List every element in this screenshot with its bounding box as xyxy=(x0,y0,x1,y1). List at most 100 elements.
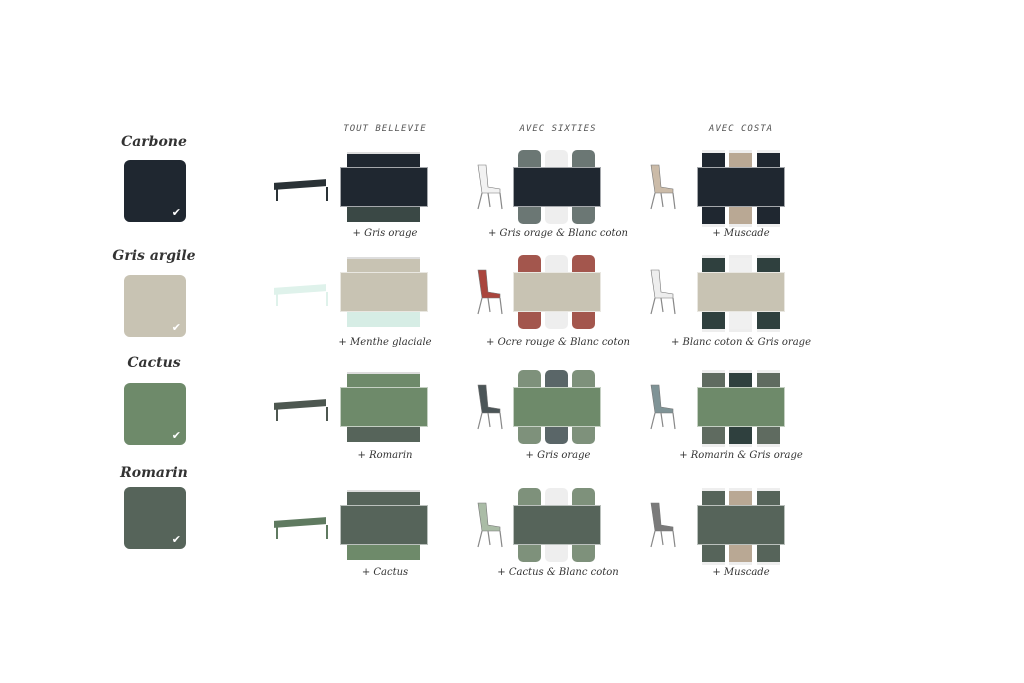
color-swatch: ✔ xyxy=(124,275,186,337)
chair-bottom xyxy=(545,207,568,224)
side-chair-costa xyxy=(650,384,676,430)
caption-bellevie: + Gris orage xyxy=(352,228,418,239)
side-chair-sixties xyxy=(477,164,503,210)
caption-bellevie: + Romarin xyxy=(357,450,413,461)
checkmark-icon: ✔ xyxy=(171,429,181,442)
top-bench xyxy=(347,152,420,169)
chair-bottom xyxy=(518,545,541,562)
chair-top xyxy=(729,150,752,170)
chair-top xyxy=(572,150,595,167)
chair-bottom xyxy=(702,545,725,565)
table xyxy=(513,167,601,207)
top-bench xyxy=(347,490,420,507)
chair-bottom xyxy=(572,207,595,224)
chair-top xyxy=(702,255,725,275)
chair-bottom xyxy=(518,312,541,329)
caption-costa: + Blanc coton & Gris orage xyxy=(670,337,812,348)
side-bench-legs xyxy=(276,187,328,201)
column-header-tout-bellevie: TOUT BELLEVIE xyxy=(343,124,427,134)
top-bench xyxy=(347,257,420,274)
side-bench-legs xyxy=(276,407,328,421)
side-chair-sixties xyxy=(477,384,503,430)
chair-top xyxy=(518,370,541,387)
chair-bottom xyxy=(757,427,780,447)
chair-bottom xyxy=(729,207,752,227)
side-chair-costa xyxy=(650,502,676,548)
caption-sixties: + Gris orage xyxy=(525,450,591,461)
checkmark-icon: ✔ xyxy=(171,321,181,334)
color-swatch: ✔ xyxy=(124,383,186,445)
chair-bottom xyxy=(702,427,725,447)
table xyxy=(513,505,601,545)
color-name: Romarin xyxy=(120,465,188,481)
table xyxy=(340,387,428,427)
chair-bottom xyxy=(729,545,752,565)
table xyxy=(340,272,428,312)
caption-costa: + Muscade xyxy=(712,567,770,578)
side-chair-costa xyxy=(650,164,676,210)
chair-top xyxy=(757,150,780,170)
chair-bottom xyxy=(518,207,541,224)
chair-bottom xyxy=(757,207,780,227)
chair-bottom xyxy=(702,312,725,332)
checkmark-icon: ✔ xyxy=(171,533,181,546)
column-header-avec-sixties: AVEC SIXTIES xyxy=(519,124,597,134)
side-chair-costa xyxy=(650,269,676,315)
chair-bottom xyxy=(545,312,568,329)
chair-top xyxy=(572,488,595,505)
chair-bottom xyxy=(572,545,595,562)
chair-top xyxy=(545,255,568,272)
chair-bottom xyxy=(757,312,780,332)
chair-top xyxy=(545,370,568,387)
caption-costa: + Romarin & Gris orage xyxy=(679,450,803,461)
table xyxy=(340,167,428,207)
table xyxy=(697,272,785,312)
color-swatch: ✔ xyxy=(124,487,186,549)
side-bench-legs xyxy=(276,525,328,539)
caption-sixties: + Gris orage & Blanc coton xyxy=(487,228,629,239)
color-name: Cactus xyxy=(127,355,181,371)
chair-top xyxy=(729,488,752,508)
chair-top xyxy=(545,150,568,167)
chair-bottom xyxy=(572,312,595,329)
chair-top xyxy=(518,488,541,505)
column-header-avec-costa: AVEC COSTA xyxy=(708,124,774,134)
color-swatch: ✔ xyxy=(124,160,186,222)
chair-top xyxy=(702,488,725,508)
bottom-bench xyxy=(347,207,420,222)
caption-costa: + Muscade xyxy=(712,228,770,239)
chair-top xyxy=(757,255,780,275)
chair-top xyxy=(518,255,541,272)
chair-top xyxy=(729,370,752,390)
bottom-bench xyxy=(347,312,420,327)
top-bench xyxy=(347,372,420,389)
chair-bottom xyxy=(757,545,780,565)
chair-bottom xyxy=(702,207,725,227)
color-name: Carbone xyxy=(121,134,187,150)
caption-sixties: + Cactus & Blanc coton xyxy=(497,567,619,578)
side-bench-legs xyxy=(276,292,328,306)
chair-bottom xyxy=(545,427,568,444)
table xyxy=(340,505,428,545)
table xyxy=(697,505,785,545)
table xyxy=(697,167,785,207)
chair-top xyxy=(757,370,780,390)
table xyxy=(513,387,601,427)
side-chair-sixties xyxy=(477,502,503,548)
chair-bottom xyxy=(518,427,541,444)
color-name: Gris argile xyxy=(112,248,196,264)
side-chair-sixties xyxy=(477,269,503,315)
chair-top xyxy=(545,488,568,505)
table xyxy=(513,272,601,312)
bottom-bench xyxy=(347,545,420,560)
caption-sixties: + Ocre rouge & Blanc coton xyxy=(486,337,630,348)
table xyxy=(697,387,785,427)
checkmark-icon: ✔ xyxy=(171,206,181,219)
bottom-bench xyxy=(347,427,420,442)
caption-bellevie: + Menthe glaciale xyxy=(338,337,432,348)
chair-bottom xyxy=(729,312,752,332)
caption-bellevie: + Cactus xyxy=(361,567,409,578)
chair-top xyxy=(702,150,725,170)
chair-top xyxy=(702,370,725,390)
chair-top xyxy=(572,255,595,272)
